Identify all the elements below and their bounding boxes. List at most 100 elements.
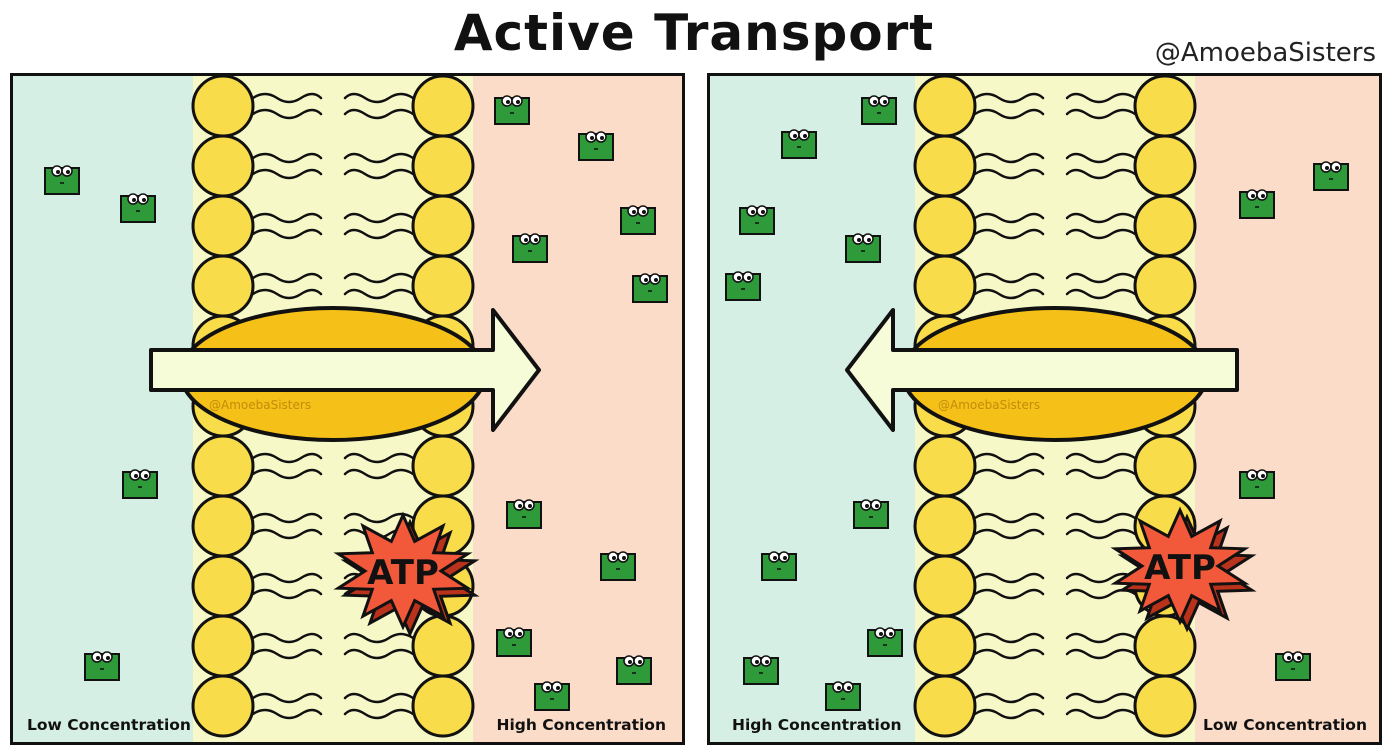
molecule-icon bbox=[761, 551, 797, 581]
molecule-icon bbox=[494, 95, 530, 125]
lipid-tail bbox=[251, 168, 323, 180]
lipid-tail bbox=[251, 648, 323, 660]
phospholipid-head bbox=[913, 554, 977, 618]
lipid-tail bbox=[251, 512, 323, 524]
credit-text: @AmoebaSisters bbox=[1154, 38, 1376, 68]
atp-label: ATP bbox=[367, 553, 439, 593]
lipid-tail bbox=[973, 288, 1045, 300]
right-concentration-label: High Concentration bbox=[496, 716, 666, 734]
phospholipid-head bbox=[913, 76, 977, 138]
phospholipid-head bbox=[411, 254, 475, 318]
molecule-icon bbox=[825, 681, 861, 711]
molecule-icon bbox=[44, 165, 80, 195]
lipid-tail bbox=[973, 648, 1045, 660]
lipid-tail bbox=[251, 572, 323, 584]
lipid-tail bbox=[343, 648, 415, 660]
lipid-tail bbox=[1065, 92, 1137, 104]
lipid-tail bbox=[251, 152, 323, 164]
phospholipid-head bbox=[1133, 134, 1197, 198]
lipid-tail bbox=[973, 92, 1045, 104]
lipid-tail bbox=[343, 468, 415, 480]
lipid-tail bbox=[1065, 272, 1137, 284]
left-concentration-label: High Concentration bbox=[732, 716, 902, 734]
phospholipid-head bbox=[913, 614, 977, 678]
molecule-icon bbox=[496, 627, 532, 657]
lipid-tail bbox=[1065, 468, 1137, 480]
lipid-tail bbox=[973, 588, 1045, 600]
molecule-icon bbox=[867, 627, 903, 657]
lipid-tail bbox=[343, 152, 415, 164]
atp-label: ATP bbox=[1144, 548, 1216, 588]
phospholipid-head bbox=[411, 614, 475, 678]
phospholipid-head bbox=[191, 134, 255, 198]
lipid-tail bbox=[251, 212, 323, 224]
lipid-tail bbox=[973, 512, 1045, 524]
phospholipid-head bbox=[913, 674, 977, 738]
panel-2-diagram: ATP bbox=[710, 76, 1379, 742]
lipid-tail bbox=[343, 288, 415, 300]
molecule-icon bbox=[1275, 651, 1311, 681]
molecule-icon bbox=[1239, 189, 1275, 219]
molecule-icon bbox=[120, 193, 156, 223]
lipid-tail bbox=[251, 528, 323, 540]
lipid-tail bbox=[973, 272, 1045, 284]
right-region bbox=[1195, 76, 1379, 742]
lipid-tail bbox=[973, 708, 1045, 720]
molecule-icon bbox=[1239, 469, 1275, 499]
phospholipid-head bbox=[913, 494, 977, 558]
phospholipid-head bbox=[411, 134, 475, 198]
lipid-tail bbox=[343, 108, 415, 120]
phospholipid-head bbox=[191, 434, 255, 498]
lipid-tail bbox=[343, 692, 415, 704]
lipid-tail bbox=[1065, 452, 1137, 464]
phospholipid-head bbox=[913, 194, 977, 258]
lipid-tail bbox=[973, 228, 1045, 240]
phospholipid-head bbox=[411, 674, 475, 738]
lipid-tail bbox=[973, 168, 1045, 180]
atp-burst-icon bbox=[1110, 506, 1257, 633]
lipid-tail bbox=[1065, 708, 1137, 720]
molecule-icon bbox=[578, 131, 614, 161]
molecule-icon bbox=[534, 681, 570, 711]
left-concentration-label: Low Concentration bbox=[27, 716, 191, 734]
lipid-tail bbox=[973, 468, 1045, 480]
lipid-tail bbox=[343, 512, 415, 524]
lipid-tail bbox=[343, 228, 415, 240]
panel-right-to-left: ATP @AmoebaSisters High Concentration Lo… bbox=[707, 73, 1382, 745]
phospholipid-head bbox=[411, 434, 475, 498]
lipid-tail bbox=[1065, 528, 1137, 540]
lipid-tail bbox=[343, 272, 415, 284]
phospholipid-head bbox=[411, 194, 475, 258]
molecule-icon bbox=[512, 233, 548, 263]
lipid-tail bbox=[251, 108, 323, 120]
phospholipid-head bbox=[913, 434, 977, 498]
arrow-icon bbox=[149, 308, 541, 432]
lipid-tail bbox=[973, 632, 1045, 644]
phospholipid-head bbox=[191, 194, 255, 258]
phospholipid-head bbox=[411, 76, 475, 138]
panel-1-diagram: ATP bbox=[13, 76, 682, 742]
phospholipid-head bbox=[191, 494, 255, 558]
lipid-tail bbox=[973, 528, 1045, 540]
lipid-tail bbox=[343, 452, 415, 464]
lipid-tail bbox=[973, 692, 1045, 704]
lipid-tail bbox=[251, 228, 323, 240]
molecule-icon bbox=[506, 499, 542, 529]
phospholipid-head bbox=[913, 254, 977, 318]
lipid-tail bbox=[973, 212, 1045, 224]
lipid-tail bbox=[251, 468, 323, 480]
lipid-tail bbox=[251, 692, 323, 704]
molecule-icon bbox=[743, 655, 779, 685]
phospholipid-head bbox=[1133, 434, 1197, 498]
arrow-icon bbox=[845, 308, 1239, 432]
molecule-icon bbox=[616, 655, 652, 685]
molecule-icon bbox=[725, 271, 761, 301]
lipid-tail bbox=[1065, 572, 1137, 584]
lipid-tail bbox=[1065, 512, 1137, 524]
phospholipid-head bbox=[1133, 194, 1197, 258]
lipid-tail bbox=[251, 708, 323, 720]
lipid-tail bbox=[973, 108, 1045, 120]
lipid-tail bbox=[251, 288, 323, 300]
molecule-icon bbox=[620, 205, 656, 235]
lipid-tail bbox=[343, 168, 415, 180]
